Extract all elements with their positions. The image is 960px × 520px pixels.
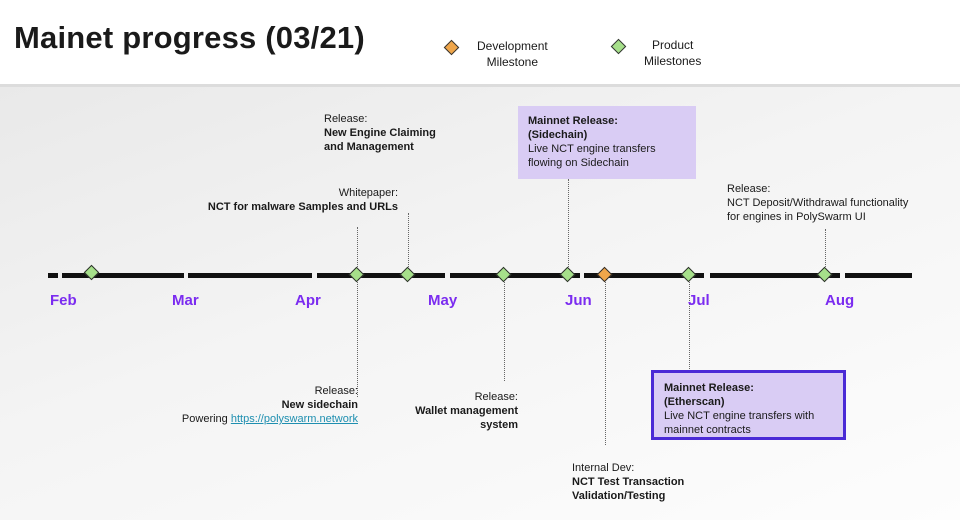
milestone-type: Release:: [727, 183, 771, 195]
milestone-whitepaper: Whitepaper: NCT for malware Samples and …: [190, 186, 398, 214]
milestone-title: NCT for malware Samples and URLs: [207, 201, 398, 213]
milestone-title: NCT Test Transaction: [572, 476, 685, 488]
product-milestone-marker: [816, 266, 833, 283]
connector-line: [825, 229, 826, 275]
legend-product: Product Milestones: [610, 37, 701, 69]
development-diamond-icon: [443, 39, 460, 56]
milestone-title: system: [480, 419, 518, 431]
milestone-description: Live NCT engine transfers with: [664, 410, 815, 422]
polyswarm-link[interactable]: https://polyswarm.network: [230, 413, 358, 425]
connector-line: [605, 277, 606, 445]
product-milestone-marker: [348, 266, 365, 283]
legend-product-line1: Product: [652, 38, 694, 52]
milestone-type: Whitepaper:: [338, 187, 398, 199]
milestone-type: Mainnet Release:: [528, 115, 618, 127]
product-milestone-marker: [559, 266, 576, 283]
legend-product-line2: Milestones: [644, 54, 702, 68]
product-milestone-marker: [399, 266, 416, 283]
month-label-jul: Jul: [688, 292, 710, 309]
milestone-description: Live NCT engine transfers: [528, 143, 656, 155]
milestone-description: flowing on Sidechain: [528, 157, 629, 169]
sidechain-release-box: Mainnet Release: (Sidechain) Live NCT en…: [518, 106, 696, 179]
milestone-title: Wallet management: [415, 405, 518, 417]
timeline-segment: [710, 273, 840, 278]
timeline-canvas: Feb Mar Apr May Jun Jul Aug Release: New…: [0, 87, 960, 520]
timeline-segment: [450, 273, 580, 278]
milestone-title: New sidechain: [281, 399, 358, 411]
legend-product-label: Product Milestones: [644, 37, 701, 69]
month-label-may: May: [428, 292, 458, 309]
milestone-description: NCT Deposit/Withdrawal functionality: [727, 197, 909, 209]
etherscan-release-box: Mainnet Release: (Etherscan) Live NCT en…: [651, 370, 846, 440]
milestone-internal-dev: Internal Dev: NCT Test Transaction Valid…: [572, 461, 684, 503]
month-label-feb: Feb: [50, 292, 77, 309]
month-label-jun: Jun: [565, 292, 592, 309]
legend-development-line1: Development: [477, 39, 548, 53]
page-title: Mainet progress (03/21): [14, 20, 365, 55]
header: Mainet progress (03/21) Development Mile…: [0, 0, 960, 87]
powering-text: Powering: [181, 413, 231, 425]
month-label-apr: Apr: [295, 292, 321, 309]
milestone-title: New Engine Claiming: [324, 127, 436, 139]
milestone-description: Powering https://polyswarm.network: [140, 412, 358, 426]
milestone-description: for engines in PolySwarm UI: [727, 211, 866, 223]
timeline-segment: [188, 273, 312, 278]
milestone-type: Mainnet Release:: [664, 382, 754, 394]
timeline-segment: [845, 273, 912, 278]
legend-development: Development Milestone: [443, 38, 548, 70]
connector-line: [504, 277, 505, 381]
milestone-type: Release:: [314, 385, 358, 397]
milestone-deposit-withdrawal: Release: NCT Deposit/Withdrawal function…: [727, 182, 908, 224]
product-milestone-marker: [495, 266, 512, 283]
milestone-type: Release:: [324, 113, 368, 125]
connector-line: [568, 179, 569, 275]
milestone-type: Release:: [474, 391, 518, 403]
milestone-type: Internal Dev:: [572, 462, 635, 474]
milestone-description: mainnet contracts: [664, 424, 751, 436]
timeline-segment: [62, 273, 184, 278]
timeline-segment: [317, 273, 445, 278]
product-milestone-marker: [680, 266, 697, 283]
connector-line: [689, 277, 690, 369]
connector-line: [357, 227, 358, 397]
development-milestone-marker: [596, 266, 613, 283]
milestone-title: (Etherscan): [664, 396, 725, 408]
timeline-segment: [48, 273, 58, 278]
milestone-title: Validation/Testing: [572, 490, 666, 502]
timeline-segment: [584, 273, 704, 278]
connector-line: [408, 213, 409, 275]
legend-development-label: Development Milestone: [477, 38, 548, 70]
milestone-engine-claiming: Release: New Engine Claiming and Managem…: [324, 112, 436, 154]
month-label-aug: Aug: [825, 292, 855, 309]
milestone-new-sidechain: Release: New sidechain Powering https://…: [140, 384, 358, 426]
milestone-title: (Sidechain): [528, 129, 588, 141]
milestone-title: and Management: [324, 141, 414, 153]
month-label-mar: Mar: [172, 292, 199, 309]
legend-development-line2: Milestone: [486, 55, 539, 69]
product-diamond-icon: [610, 38, 627, 55]
milestone-wallet: Release: Wallet management system: [388, 390, 518, 432]
